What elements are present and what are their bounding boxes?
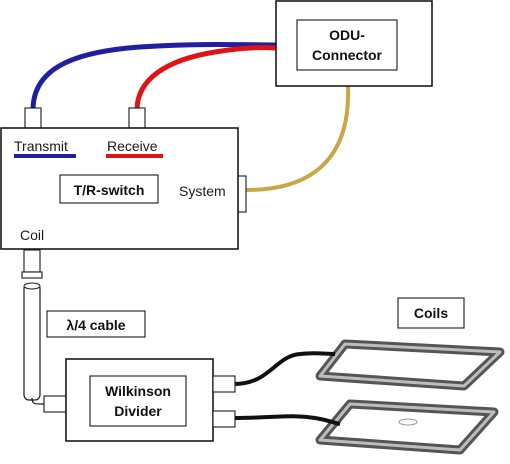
- wilkinson-line1: Wilkinson: [105, 383, 171, 399]
- lambda-quarter-cable-icon: [21, 271, 45, 405]
- cable-label-box: [46, 310, 146, 338]
- wilkinson-label-box: [89, 375, 187, 427]
- receive-underline: [106, 154, 163, 158]
- coils-label-box: [397, 297, 465, 329]
- receive-cable: [134, 45, 277, 111]
- odu-connector-label-box: [296, 19, 398, 71]
- coils-label: Coils: [414, 305, 448, 321]
- receive-port: [128, 107, 146, 129]
- cable-label: λ/4 cable: [66, 317, 125, 333]
- coil-lower-icon: [315, 399, 499, 455]
- transmit-port: [24, 107, 42, 129]
- wilkinson-output-port-1: [212, 375, 236, 393]
- system-label: System: [179, 183, 226, 199]
- transmit-label: Transmit: [14, 138, 68, 154]
- tr-switch-label: T/R-switch: [74, 182, 145, 198]
- odu-connector-line2: Connector: [312, 47, 383, 63]
- transmit-cable: [30, 42, 277, 111]
- coil-cable-upper: [233, 351, 336, 386]
- wilkinson-line2: Divider: [114, 403, 162, 419]
- system-cable: [245, 85, 351, 192]
- receive-label: Receive: [107, 138, 158, 154]
- odu-connector-line1: ODU-: [329, 27, 365, 43]
- transmit-underline: [14, 154, 76, 158]
- wilkinson-input-port: [43, 395, 67, 413]
- tr-switch-label-box: [59, 174, 159, 204]
- coil-port: [23, 249, 41, 273]
- coil-label: Coil: [20, 227, 44, 243]
- coil-cable-lower: [233, 414, 341, 426]
- coil-upper-icon: [315, 339, 505, 391]
- wilkinson-output-port-2: [212, 410, 236, 428]
